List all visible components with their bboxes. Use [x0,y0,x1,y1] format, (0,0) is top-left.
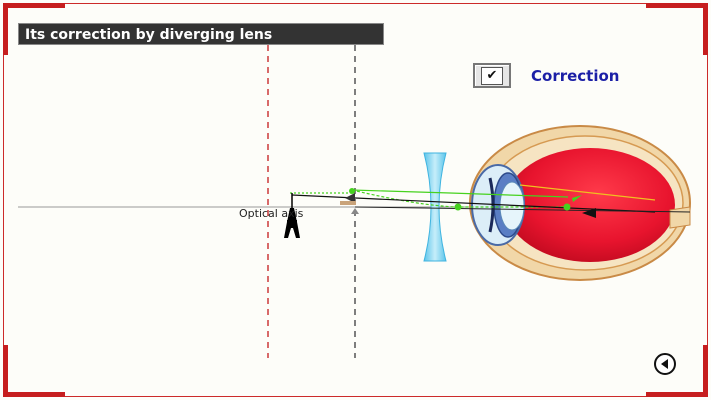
corner-top-left [3,3,65,8]
arrow-head-axis [582,208,596,218]
corner-top-left-v [3,3,8,55]
focal-point-1 [349,188,355,194]
back-button[interactable] [654,353,676,375]
frame-border [3,3,708,397]
page-title: Its correction by diverging lens [18,23,384,45]
corner-bottom-left-v [3,345,8,397]
eiffel-tower-icon [284,193,300,238]
ray-axis-dark [354,206,691,213]
image-marker [351,208,359,214]
ray-yellow [519,184,656,201]
optical-axis-label: Optical axis [239,207,304,220]
checkmark-icon: ✔ [481,66,503,85]
arrow-head-green [572,195,582,202]
corner-bottom-right [646,392,708,397]
arrow-icon [345,193,355,203]
correction-label: Correction [531,67,620,85]
back-arrow-icon [660,359,668,369]
optic-nerve [669,206,691,229]
corner-top-right-v [703,3,708,55]
corner-bottom-left [3,392,65,397]
ray-green-upper [351,189,569,198]
eye-retina [505,148,675,262]
correction-checkbox[interactable]: ✔ [473,63,511,88]
focal-point-3 [563,203,571,211]
eye [469,125,691,281]
diverging-lens [423,152,447,262]
corner-bottom-right-v [703,345,708,397]
focal-point-2 [454,203,462,211]
corner-top-right [646,3,708,8]
ray-green-through-lens [351,189,567,208]
